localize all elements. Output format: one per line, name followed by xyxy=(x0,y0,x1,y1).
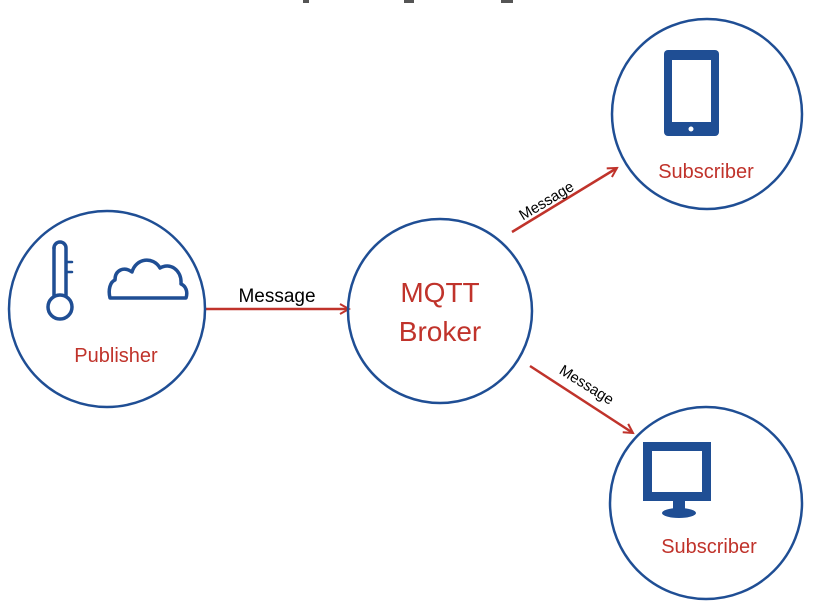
monitor-icon xyxy=(643,442,711,518)
edge-label: Message xyxy=(238,286,315,307)
subscriber-label: Subscriber xyxy=(658,161,754,183)
subscriber-label: Subscriber xyxy=(661,536,757,558)
edge-label: Message xyxy=(516,178,577,224)
broker-node: MQTT Broker xyxy=(346,217,534,405)
subscriber-bottom-node: Subscriber xyxy=(608,405,804,601)
thermometer-icon xyxy=(46,240,74,321)
subscriber-top-node: Subscriber xyxy=(610,17,804,211)
publisher-node: Publisher xyxy=(7,209,207,409)
broker-label-line1: MQTT xyxy=(400,277,479,308)
publisher-label: Publisher xyxy=(74,345,158,367)
cloud-icon xyxy=(107,258,189,300)
edge-publisher-to-broker: Message xyxy=(205,286,349,309)
tablet-icon xyxy=(664,50,719,136)
edge-broker-to-subscriber-bottom: Message xyxy=(529,362,633,433)
broker-label-line2: Broker xyxy=(399,316,481,347)
edge-broker-to-subscriber-top: Message xyxy=(511,168,617,234)
cropped-top-artifacts xyxy=(303,0,513,3)
